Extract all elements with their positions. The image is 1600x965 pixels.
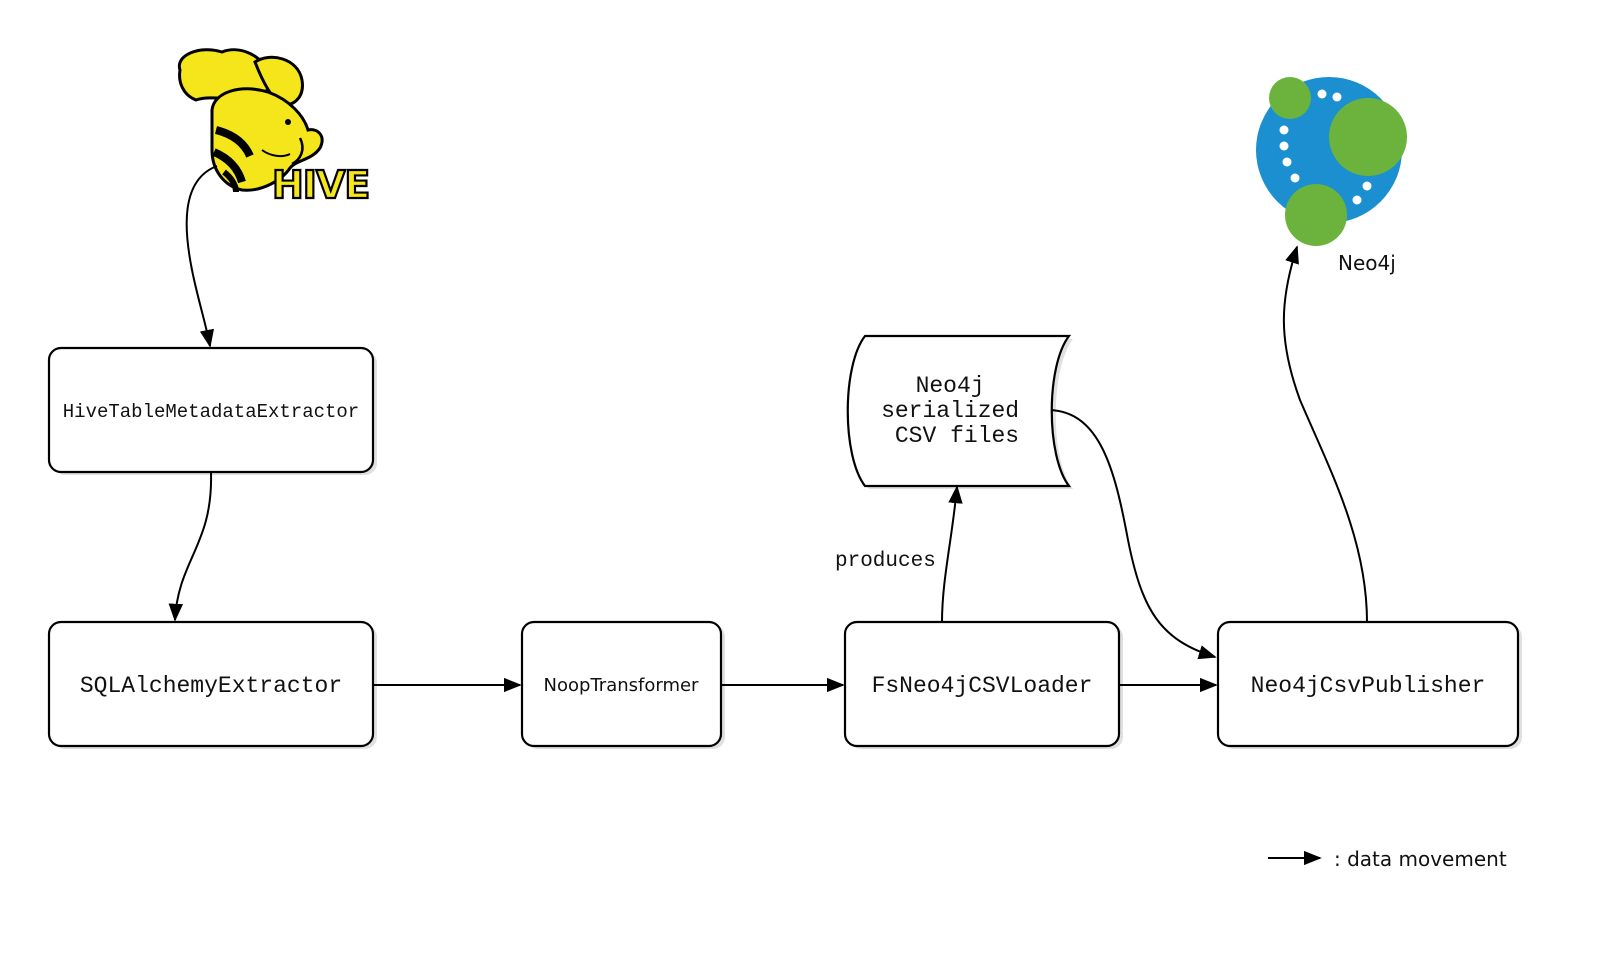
csv-loader-label: FsNeo4jCSVLoader (872, 673, 1093, 699)
edges (168, 165, 1368, 693)
csv-files-line-3: CSV files (895, 423, 1019, 449)
csv-files-label: Neo4j serialized CSV files (881, 373, 1033, 449)
noop-transformer-label: NoopTransformer (544, 675, 700, 696)
edge-hive-extractor-to-sqlalchemy (168, 472, 213, 622)
csv-files-line-2: serialized (881, 398, 1019, 424)
sqlalchemy-extractor-label: SQLAlchemyExtractor (80, 673, 342, 699)
edge-csv-to-publisher (1049, 409, 1217, 660)
edge-hive-to-hive-extractor (185, 165, 218, 348)
edge-loader-produces-csv (941, 485, 963, 623)
node-csv-loader: FsNeo4jCSVLoader (843, 620, 1123, 749)
neo4j-wordmark: Neo4j (1338, 251, 1396, 275)
neo4j-logo: Neo4j (1256, 77, 1407, 275)
node-csv-publisher: Neo4jCsvPublisher (1216, 620, 1522, 749)
hive-wordmark: HIVE (272, 163, 369, 207)
node-hive-extractor: HiveTableMetadataExtractor (47, 346, 377, 475)
edge-publisher-to-neo4j (1282, 245, 1368, 623)
node-csv-files: Neo4j serialized CSV files (846, 334, 1073, 489)
csv-files-line-1: Neo4j (916, 373, 985, 399)
neo4j-graph-icon (1256, 77, 1407, 246)
produces-label: produces (835, 550, 936, 573)
legend: : data movement (1268, 847, 1507, 871)
legend-label: : data movement (1334, 847, 1507, 871)
csv-publisher-label: Neo4jCsvPublisher (1251, 673, 1486, 699)
hive-extractor-label: HiveTableMetadataExtractor (63, 401, 359, 423)
node-noop-transformer: NoopTransformer (520, 620, 725, 749)
hive-elephant-icon (177, 48, 324, 193)
node-sqlalchemy-extractor: SQLAlchemyExtractor (47, 620, 377, 749)
hive-logo: HIVE (177, 48, 371, 208)
